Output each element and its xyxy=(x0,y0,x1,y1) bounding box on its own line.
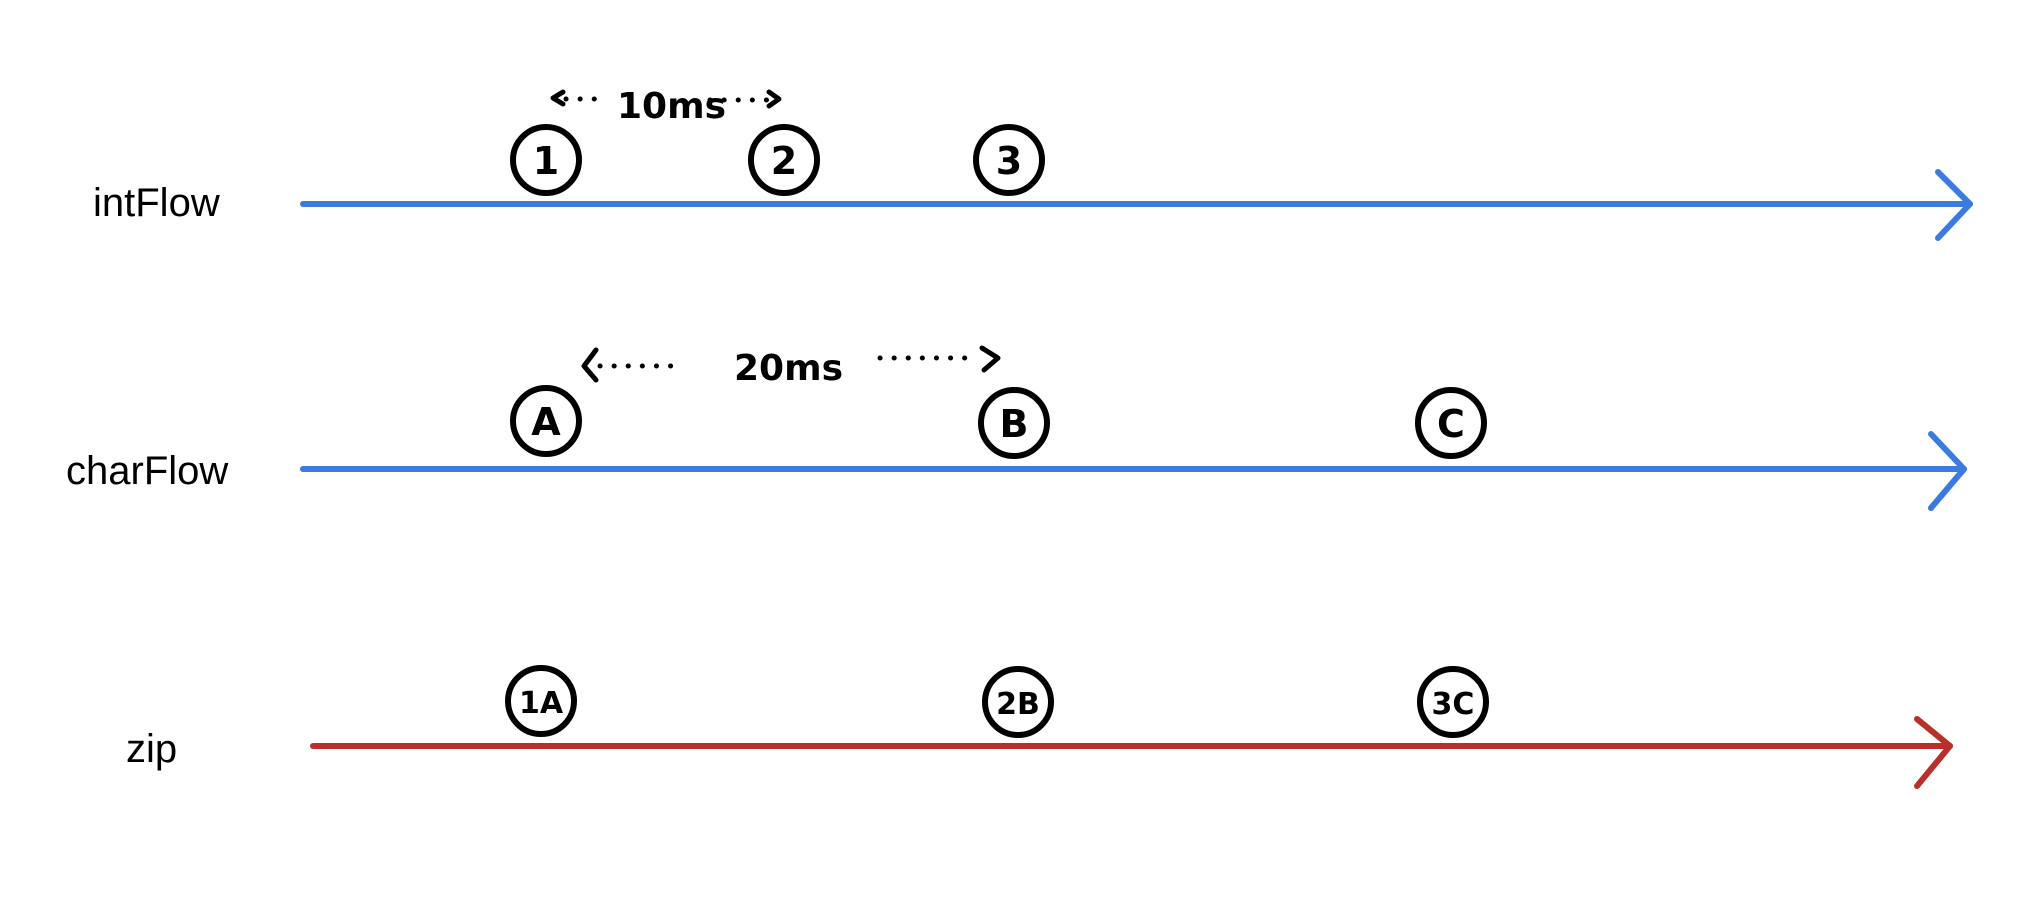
marble-label: 1A xyxy=(519,686,564,721)
marble-circle-icon xyxy=(973,124,1045,196)
marble: A xyxy=(510,385,582,457)
marble-label: 2 xyxy=(771,139,797,183)
int-flow-interval-text: 10ms xyxy=(617,86,726,127)
int-flow-row: intFlow 10ms 1 2 3 xyxy=(93,86,1973,241)
zip-row: zip 1A 2B 3C xyxy=(126,665,1953,789)
marble-label: C xyxy=(1437,402,1465,446)
marble-circle-icon xyxy=(1417,666,1489,738)
marble: 2 xyxy=(748,124,820,196)
int-flow-label: intFlow xyxy=(93,181,220,225)
marble-label: 3C xyxy=(1432,687,1475,722)
marble-label: A xyxy=(531,400,561,444)
marble-label: 1 xyxy=(533,139,559,183)
marble-circle-icon xyxy=(982,666,1054,738)
marble: C xyxy=(1415,387,1487,459)
marble-circle-icon xyxy=(505,665,577,737)
marble-label: 3 xyxy=(996,139,1022,183)
marble-label: 2B xyxy=(996,687,1040,722)
char-flow-interval-annotation: 20ms xyxy=(581,345,1001,389)
marble: B xyxy=(978,387,1050,459)
zip-label: zip xyxy=(126,727,177,771)
char-flow-label: charFlow xyxy=(66,449,228,493)
char-flow-row: charFlow 20ms A B C xyxy=(66,345,1967,511)
zip-arrowhead-icon xyxy=(1914,716,1953,789)
marble-circle-icon xyxy=(748,124,820,196)
marble-circle-icon xyxy=(510,385,582,457)
marble-label: B xyxy=(1000,402,1029,446)
marble: 3 xyxy=(973,124,1045,196)
marble: 3C xyxy=(1417,666,1489,738)
char-flow-arrowhead-icon xyxy=(1928,431,1967,511)
char-flow-interval-text: 20ms xyxy=(734,348,843,389)
int-flow-interval-annotation: 10ms xyxy=(550,86,782,127)
marble: 1A xyxy=(505,665,577,737)
marble: 2B xyxy=(982,666,1054,738)
marble-circle-icon xyxy=(978,387,1050,459)
marble-circle-icon xyxy=(1415,387,1487,459)
marble: 1 xyxy=(510,124,582,196)
marble-circle-icon xyxy=(510,124,582,196)
int-flow-arrowhead-icon xyxy=(1935,169,1973,241)
